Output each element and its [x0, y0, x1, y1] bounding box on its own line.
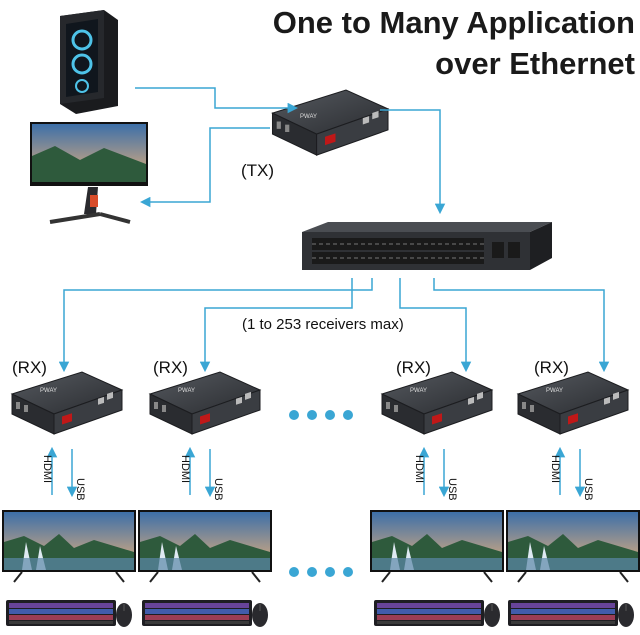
hdmi-usb-arrows-2	[190, 449, 210, 495]
usb-label-3: USB	[446, 478, 458, 501]
hdmi-usb-arrows-1	[52, 449, 72, 495]
usb-label-2: USB	[212, 478, 224, 501]
ellipsis-dots-top	[289, 410, 353, 420]
hdmi-label-2: HDMI	[179, 455, 191, 483]
device-brand-rx3: PWAY	[410, 388, 427, 394]
ellipsis-dots-bottom	[289, 567, 353, 577]
device-brand-rx2: PWAY	[178, 388, 195, 394]
keyboard-icon	[508, 600, 618, 626]
hdmi-usb-arrows-3	[424, 449, 444, 495]
rx-monitor-3	[370, 510, 504, 582]
rx-label-2: (RX)	[153, 358, 188, 377]
usb-label-4: USB	[582, 478, 594, 501]
hdmi-usb-arrows-4	[560, 449, 580, 495]
device-brand-rx1: PWAY	[40, 388, 57, 394]
rx-extender-1	[11, 371, 123, 435]
title-line-2: over Ethernet	[435, 46, 635, 81]
title-line-1: One to Many Application	[272, 5, 635, 40]
mouse-icon	[115, 602, 133, 628]
page-title: One to Many Application over Ethernet	[175, 2, 635, 84]
connection-lines	[58, 87, 610, 373]
rx-monitor-2	[138, 510, 272, 582]
usb-label-1: USB	[74, 478, 86, 501]
device-brand-rx4: PWAY	[546, 388, 563, 394]
mouse-icon	[483, 602, 501, 628]
receivers-note: (1 to 253 receivers max)	[242, 316, 404, 333]
tx-label: (TX)	[241, 161, 275, 180]
pc-tower-icon	[60, 10, 118, 114]
keyboard-icon	[142, 600, 252, 626]
keyboard-icon	[374, 600, 484, 626]
rx-label-4: (RX)	[534, 358, 569, 377]
mouse-icon	[251, 602, 269, 628]
rx-extender-3	[381, 371, 493, 435]
device-brand-tx: PWAY	[300, 114, 317, 120]
source-monitor-icon	[30, 122, 148, 224]
mouse-icon	[617, 602, 635, 628]
network-switch-icon	[302, 222, 552, 270]
hdmi-label-1: HDMI	[41, 455, 53, 483]
rx-extender-4	[517, 371, 629, 435]
keyboard-icon	[6, 600, 116, 626]
rx-label-1: (RX)	[12, 358, 47, 377]
tx-extender	[271, 89, 389, 156]
rx-monitor-4	[506, 510, 640, 582]
hdmi-label-4: HDMI	[549, 455, 561, 483]
rx-monitor-1	[2, 510, 136, 582]
rx-extender-2	[149, 371, 261, 435]
rx-label-3: (RX)	[396, 358, 431, 377]
hdmi-label-3: HDMI	[413, 455, 425, 483]
